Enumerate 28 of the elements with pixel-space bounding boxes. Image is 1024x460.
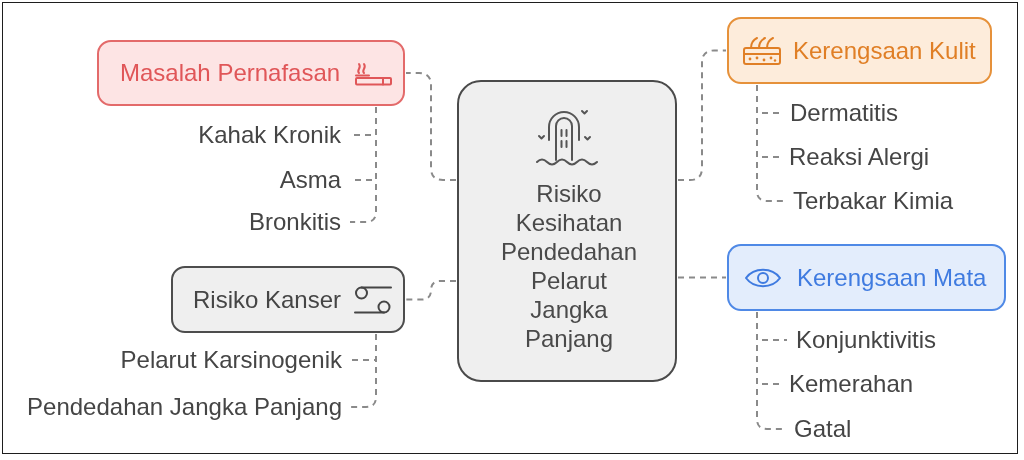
category-box xyxy=(171,266,405,333)
item-label: Kahak Kronik xyxy=(198,121,341,149)
central-topic-text: Risiko Kesihatan Pendedahan Pelarut Jangka Panjang xyxy=(499,179,639,353)
dashed-connector xyxy=(350,333,377,408)
item-label: Terbakar Kimia xyxy=(793,187,954,215)
dashed-connector xyxy=(405,280,457,301)
category-box xyxy=(727,244,1006,311)
item-label: Kemerahan xyxy=(789,370,914,398)
item-label: Dermatitis xyxy=(790,99,898,127)
dashed-connector xyxy=(349,106,377,223)
category-title: Kerengsaan Kulit xyxy=(793,36,976,65)
item-label: Asma xyxy=(279,166,341,194)
category-box xyxy=(727,17,992,84)
item-label: Pelarut Karsinogenik xyxy=(120,346,342,374)
category-box xyxy=(97,40,405,106)
dashed-connector xyxy=(677,49,727,181)
item-label: Konjunktivitis xyxy=(796,326,937,354)
item-label: Reaksi Alergi xyxy=(789,143,930,171)
category-title: Masalah Pernafasan xyxy=(120,59,341,87)
item-label: Bronkitis xyxy=(248,208,341,236)
central-topic-box xyxy=(457,80,677,382)
dashed-connector xyxy=(756,84,785,202)
item-label: Pendedahan Jangka Panjang xyxy=(27,393,342,421)
dashed-connector xyxy=(677,276,727,279)
category-title: Risiko Kanser xyxy=(193,285,342,314)
category-title: Kerengsaan Mata xyxy=(797,263,987,292)
dashed-connector xyxy=(405,72,457,181)
item-label: Gatal xyxy=(794,415,852,443)
